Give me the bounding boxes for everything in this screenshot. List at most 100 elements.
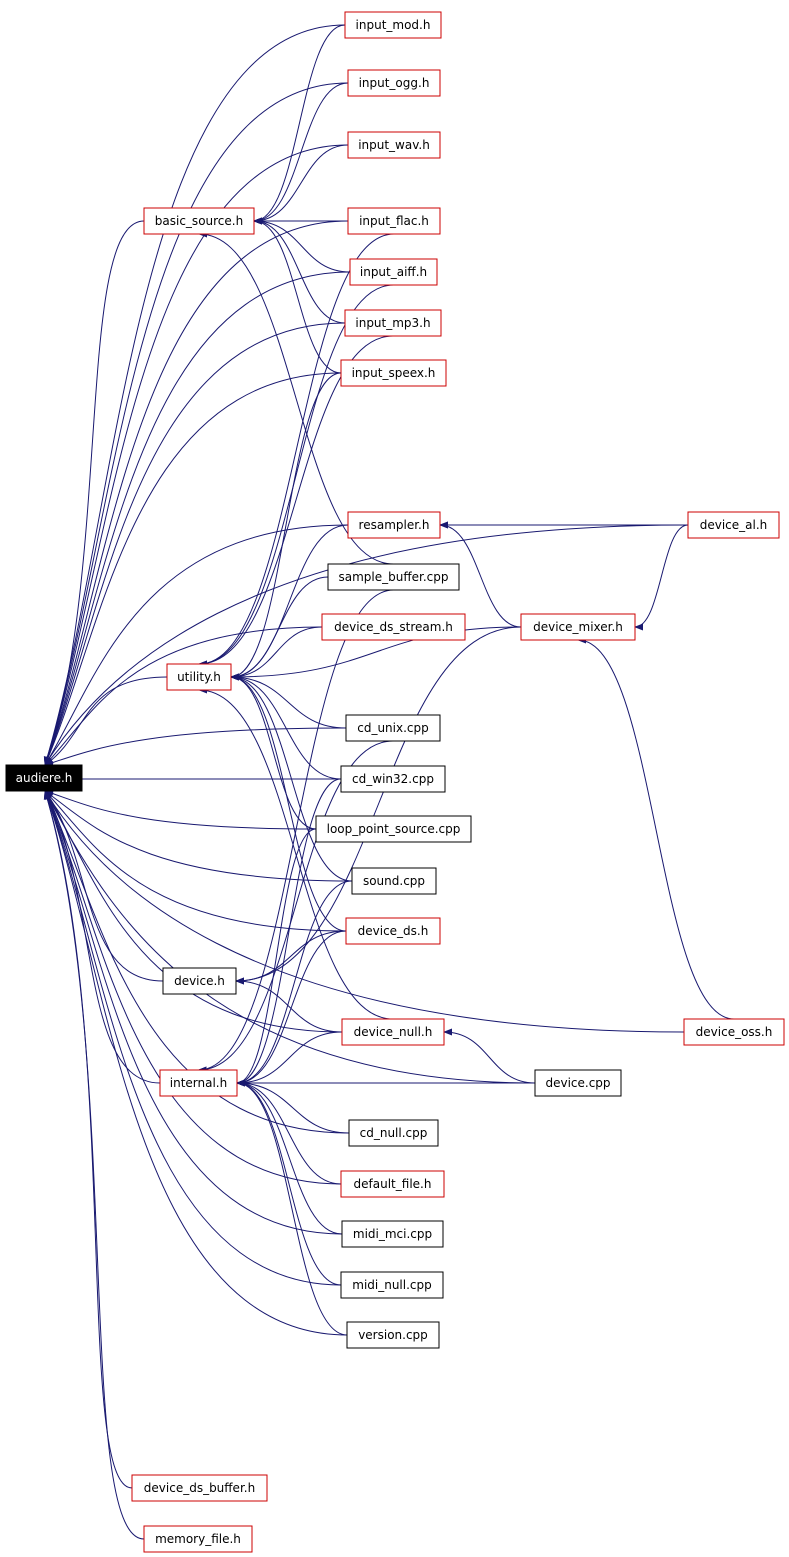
node-input-mod[interactable]: input_mod.h xyxy=(344,11,442,39)
node-version[interactable]: version.cpp xyxy=(346,1321,440,1349)
edges-layer xyxy=(43,24,735,1540)
node-device-oss[interactable]: device_oss.h xyxy=(683,1018,785,1046)
edge-cd_unix-to-utility xyxy=(230,673,347,729)
node-device-ds-buffer[interactable]: device_ds_buffer.h xyxy=(131,1474,268,1502)
edge-loop_point_source-to-internal xyxy=(236,828,317,1087)
node-label: input_ogg.h xyxy=(359,76,430,90)
nodes-layer: audiere.h input_mod.h input_ogg.h input_wav… xyxy=(5,11,785,1553)
edge-device_null-to-utility xyxy=(198,686,394,1020)
node-label: sound.cpp xyxy=(363,874,425,888)
edge-sound-to-utility xyxy=(230,673,353,882)
edge-basic_source-to-audiere xyxy=(44,220,145,766)
node-input-wav[interactable]: input_wav.h xyxy=(347,131,441,159)
node-device-cpp[interactable]: device.cpp xyxy=(534,1069,622,1097)
node-label: device.cpp xyxy=(545,1076,610,1090)
node-label: device.h xyxy=(174,974,225,988)
edge-utility-to-audiere xyxy=(44,676,168,766)
edge-device_ds-to-audiere xyxy=(44,790,347,932)
edge-device_ds_buffer-to-audiere xyxy=(43,790,133,1489)
node-cd-unix[interactable]: cd_unix.cpp xyxy=(345,714,441,742)
node-box xyxy=(340,1271,444,1299)
edge-device_mixer-to-resampler xyxy=(439,521,522,628)
node-sample-buffer[interactable]: sample_buffer.cpp xyxy=(327,563,460,591)
node-resampler[interactable]: resampler.h xyxy=(347,511,441,539)
node-label: loop_point_source.cpp xyxy=(327,822,461,836)
node-box xyxy=(351,867,437,895)
node-label: memory_file.h xyxy=(155,1532,241,1546)
node-label: input_wav.h xyxy=(358,138,430,152)
node-box xyxy=(520,613,636,641)
node-internal[interactable]: internal.h xyxy=(159,1069,238,1097)
edge-sound-to-audiere xyxy=(44,790,353,882)
edge-version-to-internal xyxy=(236,1079,348,1336)
edge-resampler-to-audiere xyxy=(44,524,349,766)
node-label: device_null.h xyxy=(354,1025,433,1039)
node-label: cd_null.cpp xyxy=(360,1126,428,1140)
node-label: version.cpp xyxy=(358,1328,428,1342)
node-memory-file[interactable]: memory_file.h xyxy=(143,1525,253,1553)
edge-input_wav-to-audiere xyxy=(44,144,349,766)
node-box xyxy=(687,511,780,539)
node-cd-win32[interactable]: cd_win32.cpp xyxy=(340,765,446,793)
node-audiere[interactable]: audiere.h xyxy=(5,764,83,792)
edge-cd_unix-to-audiere xyxy=(44,727,347,767)
node-device-mixer[interactable]: device_mixer.h xyxy=(520,613,636,641)
node-midi-mci[interactable]: midi_mci.cpp xyxy=(341,1220,444,1248)
node-default-file[interactable]: default_file.h xyxy=(340,1170,445,1198)
edge-input_aiff-to-basic_source xyxy=(253,217,351,273)
node-label: basic_source.h xyxy=(155,214,243,228)
node-box xyxy=(321,613,466,641)
node-label: device_ds.h xyxy=(358,924,429,938)
edge-default_file-to-internal xyxy=(236,1079,342,1185)
node-input-aiff[interactable]: input_aiff.h xyxy=(349,258,438,286)
edge-device_mixer-to-device xyxy=(235,626,522,985)
edge-midi_null-to-audiere xyxy=(44,790,342,1286)
node-label: sample_buffer.cpp xyxy=(339,570,449,584)
node-box xyxy=(315,815,472,843)
node-cd-null[interactable]: cd_null.cpp xyxy=(348,1119,439,1147)
node-label: device_oss.h xyxy=(696,1025,773,1039)
node-label: input_mod.h xyxy=(356,18,431,32)
edge-device_oss-to-audiere xyxy=(44,790,685,1033)
node-box xyxy=(143,1525,253,1553)
node-sound[interactable]: sound.cpp xyxy=(351,867,437,895)
edge-device_mixer-to-utility xyxy=(230,626,522,681)
node-input-speex[interactable]: input_speex.h xyxy=(340,359,447,387)
node-label: device_ds_buffer.h xyxy=(144,1481,255,1495)
node-box xyxy=(347,511,441,539)
edge-input_mp3-to-audiere xyxy=(44,322,346,766)
node-box xyxy=(159,1069,238,1097)
node-device-null[interactable]: device_null.h xyxy=(341,1018,445,1046)
edge-input_flac-to-utility xyxy=(198,233,395,668)
node-box xyxy=(166,663,232,691)
edge-input_ogg-to-audiere xyxy=(43,82,349,766)
node-box xyxy=(162,967,237,995)
edge-memory_file-to-audiere xyxy=(43,790,145,1540)
edge-cd_win32-to-utility xyxy=(230,673,342,780)
node-basic-source[interactable]: basic_source.h xyxy=(143,207,255,235)
node-box xyxy=(340,1170,445,1198)
edge-input_mp3-to-basic_source xyxy=(253,217,346,324)
node-device-ds[interactable]: device_ds.h xyxy=(345,917,441,945)
node-box xyxy=(345,917,441,945)
node-loop-point-source[interactable]: loop_point_source.cpp xyxy=(315,815,472,843)
node-box xyxy=(340,359,447,387)
node-box xyxy=(683,1018,785,1046)
edge-version-to-audiere xyxy=(44,790,348,1336)
node-midi-null[interactable]: midi_null.cpp xyxy=(340,1271,444,1299)
node-device-ds-stream[interactable]: device_ds_stream.h xyxy=(321,613,466,641)
edge-device_null-to-device xyxy=(235,977,343,1033)
edge-resampler-to-utility xyxy=(230,524,349,681)
node-utility[interactable]: utility.h xyxy=(166,663,232,691)
edge-device_cpp-to-device_null xyxy=(443,1028,536,1084)
node-label: resampler.h xyxy=(359,518,430,532)
edge-cd_null-to-internal xyxy=(236,1079,350,1134)
edge-input_aiff-to-utility xyxy=(198,284,394,668)
node-input-mp3[interactable]: input_mp3.h xyxy=(344,309,442,337)
node-device[interactable]: device.h xyxy=(162,967,237,995)
node-input-flac[interactable]: input_flac.h xyxy=(347,207,441,235)
node-input-ogg[interactable]: input_ogg.h xyxy=(347,69,441,97)
node-label: input_speex.h xyxy=(352,366,436,380)
node-box xyxy=(346,1321,440,1349)
node-device-al[interactable]: device_al.h xyxy=(687,511,780,539)
